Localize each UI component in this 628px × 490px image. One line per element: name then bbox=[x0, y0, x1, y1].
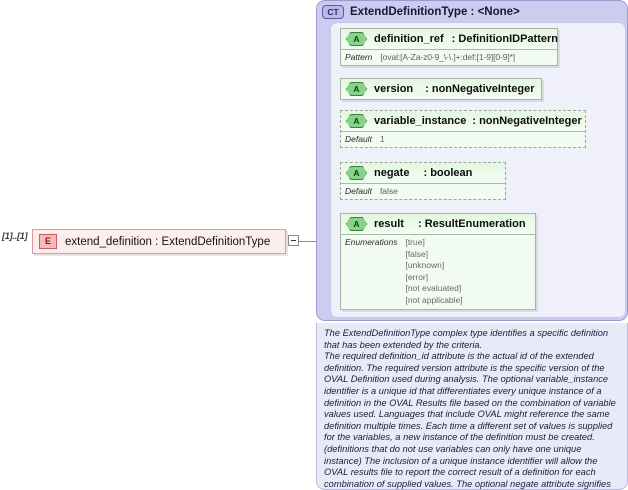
attribute-name: result bbox=[374, 218, 404, 230]
element-node-extend-definition[interactable]: E extend_definition : ExtendDefinitionTy… bbox=[32, 229, 286, 254]
attribute-type-text: : nonNegativeInteger bbox=[472, 115, 582, 127]
complex-type-header: CT ExtendDefinitionType : <None> bbox=[322, 4, 520, 20]
attribute-name: definition_ref bbox=[374, 33, 444, 45]
attribute-type: : ResultEnumeration bbox=[418, 218, 526, 230]
element-label: extend_definition : ExtendDefinitionType bbox=[65, 235, 271, 248]
facet-key: Default bbox=[345, 134, 372, 144]
facet-value: false bbox=[379, 186, 398, 196]
attribute-type: : DefinitionIDPattern bbox=[452, 33, 558, 45]
attribute-negate[interactable]: A negate : boolean Default false bbox=[340, 162, 506, 200]
facet-value: 1 bbox=[379, 134, 385, 144]
attribute-definition-ref[interactable]: A definition_ref : DefinitionIDPattern P… bbox=[340, 28, 558, 66]
complex-type-icon: CT bbox=[322, 5, 344, 19]
enumeration-item: [not applicable] bbox=[405, 294, 463, 305]
attribute-variable-instance[interactable]: A variable_instance : nonNegativeInteger… bbox=[340, 110, 586, 148]
connector-element-to-tree bbox=[299, 241, 332, 242]
attribute-type-text: : boolean bbox=[423, 167, 473, 179]
attribute-type-text: : DefinitionIDPattern bbox=[451, 33, 559, 45]
attribute-type: : nonNegativeInteger bbox=[472, 115, 581, 127]
facet-value: [oval:[A-Za-z0-9_\-\.]+:def:[1-9][0-9]*] bbox=[380, 52, 516, 62]
attribute-type-text: : ResultEnumeration bbox=[417, 218, 526, 230]
attribute-name: version bbox=[374, 83, 414, 95]
attribute-facet-pattern: Pattern [oval:[A-Za-z0-9_\-\.]+:def:[1-9… bbox=[341, 49, 557, 65]
enumeration-item: [error] bbox=[405, 271, 429, 282]
enumeration-item: [unknown] bbox=[405, 260, 445, 270]
attribute-icon: A bbox=[346, 82, 367, 96]
attribute-header: A version : nonNegativeInteger bbox=[341, 79, 541, 99]
attribute-header: A definition_ref : DefinitionIDPattern bbox=[341, 29, 558, 49]
attribute-icon: A bbox=[346, 166, 367, 180]
enumeration-item: [false] bbox=[405, 248, 429, 259]
enumeration-item: [not evaluated] bbox=[405, 283, 462, 293]
element-multiplicity: [1]..[1] bbox=[2, 231, 28, 241]
attribute-facet-default: Default 1 bbox=[341, 131, 585, 147]
attribute-icon: A bbox=[346, 217, 367, 231]
facet-key: Enumerations bbox=[345, 237, 398, 247]
attribute-name: variable_instance bbox=[374, 115, 467, 127]
attribute-facet-enumerations: Enumerations [true][false][unknown][erro… bbox=[341, 234, 535, 309]
attribute-type: : nonNegativeInteger bbox=[425, 83, 534, 95]
complex-type-title: ExtendDefinitionType : <None> bbox=[350, 6, 520, 18]
collapse-toggle-icon[interactable] bbox=[288, 235, 299, 246]
attribute-type-text: : nonNegativeInteger bbox=[425, 83, 535, 95]
facet-key: Pattern bbox=[345, 52, 373, 62]
element-icon: E bbox=[39, 234, 57, 249]
attribute-facet-default: Default false bbox=[341, 183, 505, 199]
attribute-icon: A bbox=[346, 32, 367, 46]
documentation-panel: The ExtendDefinitionType complex type id… bbox=[316, 323, 628, 490]
facet-key: Default bbox=[345, 186, 372, 196]
documentation-paragraph-2: The required definition_id attribute is … bbox=[324, 351, 616, 489]
attribute-version[interactable]: A version : nonNegativeInteger bbox=[340, 78, 542, 100]
attribute-name: negate bbox=[374, 167, 410, 179]
attribute-icon: A bbox=[346, 114, 367, 128]
attribute-type: : boolean bbox=[423, 167, 472, 179]
attribute-header: A result : ResultEnumeration bbox=[341, 214, 535, 234]
attribute-header: A variable_instance : nonNegativeInteger bbox=[341, 111, 585, 131]
enumeration-list: [true][false][unknown][error][not evalua… bbox=[405, 237, 462, 306]
attribute-result[interactable]: A result : ResultEnumeration Enumeration… bbox=[340, 213, 536, 310]
enumeration-item: [true] bbox=[405, 237, 425, 247]
attribute-header: A negate : boolean bbox=[341, 163, 505, 183]
documentation-paragraph-1: The ExtendDefinitionType complex type id… bbox=[324, 328, 609, 350]
